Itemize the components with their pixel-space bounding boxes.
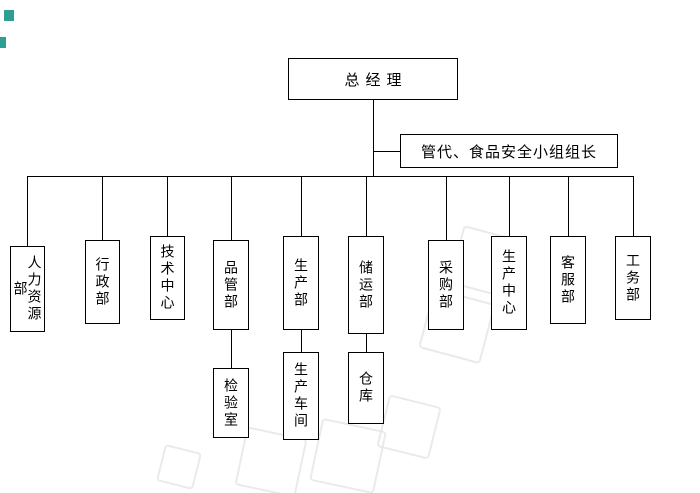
org-box-dept: 人力资源部: [10, 246, 45, 332]
connector-line: [231, 176, 232, 240]
org-box-dept: 工务部: [615, 236, 651, 320]
connector-line: [27, 176, 28, 246]
connector-line: [102, 176, 103, 240]
org-box-label: 仓库: [358, 371, 374, 405]
connector-line: [27, 176, 634, 177]
org-box-subdept: 仓库: [348, 352, 384, 424]
org-box-label: 检验室: [223, 377, 239, 429]
org-box-label: 行政部: [94, 256, 111, 308]
connector-line: [366, 334, 367, 352]
org-box-dept: 行政部: [85, 240, 120, 324]
connector-line: [509, 176, 510, 236]
org-box-label: 生产车间: [293, 362, 309, 430]
watermark-fragment: [155, 443, 203, 491]
connector-line: [633, 176, 634, 236]
connector-line: [446, 176, 447, 240]
connector-line: [231, 330, 232, 368]
org-box-subdept: 生产车间: [283, 352, 319, 440]
scan-artifact-mark: [4, 10, 14, 21]
org-box-label: 储运部: [358, 259, 374, 311]
org-box-label: 采购部: [438, 259, 454, 311]
watermark-fragment: [376, 394, 442, 460]
watermark-fragment: [309, 417, 387, 493]
org-box-dept: 品管部: [213, 240, 249, 330]
org-box-label: 生产中心: [501, 249, 517, 317]
org-box-dept: 采购部: [428, 240, 464, 330]
connector-line: [568, 176, 569, 236]
org-box-label: 技术中心: [159, 244, 176, 312]
org-box-food-safety-leader: 管代、食品安全小组组长: [400, 134, 618, 168]
org-box-dept: 生产部: [283, 236, 319, 330]
org-box-subdept: 检验室: [213, 368, 249, 438]
org-box-label: 总经理: [344, 71, 408, 89]
org-box-label: 品管部: [223, 259, 239, 311]
connector-line: [301, 176, 302, 236]
org-box-label: 工务部: [625, 252, 641, 304]
org-box-label: 生产部: [293, 257, 309, 309]
org-box-label: 人力资源部: [12, 255, 43, 323]
connector-line: [373, 151, 400, 152]
connector-line: [373, 100, 374, 176]
connector-line: [167, 176, 168, 236]
org-box-label: 客服部: [560, 254, 576, 306]
org-box-general-manager: 总经理: [288, 58, 458, 100]
org-box-dept: 储运部: [348, 236, 384, 334]
connector-line: [301, 330, 302, 352]
org-box-label: 管代、食品安全小组组长: [420, 143, 597, 161]
connector-line: [366, 176, 367, 236]
org-box-dept: 客服部: [550, 236, 586, 324]
scan-artifact-mark: [0, 37, 6, 48]
org-box-dept: 技术中心: [150, 236, 185, 320]
org-box-dept: 生产中心: [491, 236, 527, 330]
